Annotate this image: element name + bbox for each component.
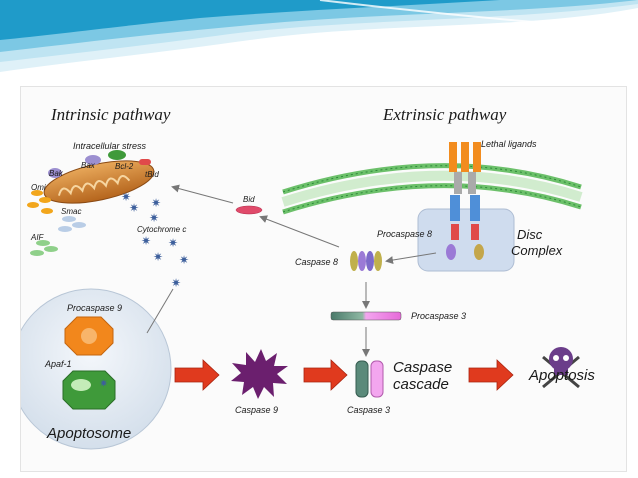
label-apoptosome: Apoptosome xyxy=(47,425,132,442)
svg-text:✷: ✷ xyxy=(99,377,108,390)
label-caspase3: Caspase 3 xyxy=(347,405,391,415)
svg-text:✷: ✷ xyxy=(149,211,159,225)
arrow-caspase8-to-bid xyxy=(259,215,340,248)
label-bid: Bid xyxy=(243,195,255,204)
label-apoptosis: Apoptosis xyxy=(529,367,595,384)
label-omi: Omi xyxy=(31,183,46,192)
svg-text:✷: ✷ xyxy=(168,236,178,250)
caspase8-molecules xyxy=(350,251,382,271)
svg-text:✷: ✷ xyxy=(153,250,163,264)
arrow-apoptosome-to-caspase9 xyxy=(174,359,220,391)
released-proteins xyxy=(27,190,86,256)
label-procaspase8: Procaspase 8 xyxy=(377,229,433,239)
skull-crossbones-icon xyxy=(542,347,580,389)
extrinsic-pathway-title: Extrinsic pathway xyxy=(383,105,507,124)
line-cytochrome-to-apoptosome xyxy=(146,288,174,334)
diagram-graphics: ✷ ✷ ✷ ✷ ✷ ✷ ✷ ✷ ✷ ✷ xyxy=(21,142,583,450)
arrow-caspase9-to-caspase3 xyxy=(303,359,348,391)
procaspase3-band xyxy=(330,311,402,321)
label-cascade: cascade xyxy=(393,376,449,393)
label-bax: Bax xyxy=(81,161,95,170)
apoptosome-complex xyxy=(21,288,172,450)
label-procaspase3: Procaspase 3 xyxy=(411,311,467,321)
svg-text:✷: ✷ xyxy=(121,190,131,204)
death-receptor xyxy=(446,142,484,260)
svg-text:✷: ✷ xyxy=(179,253,189,267)
disc-complex-box xyxy=(417,208,515,272)
arrow-bid-to-tbid xyxy=(171,184,234,204)
bid-molecule xyxy=(235,205,263,215)
label-caspase9: Caspase 9 xyxy=(235,405,279,415)
arrow-cascade-to-apoptosis xyxy=(468,359,514,391)
apoptosis-pathway-diagram: ✷ ✷ ✷ ✷ ✷ ✷ ✷ ✷ ✷ ✷ xyxy=(20,86,627,472)
label-intracellular-stress: Intracellular stress xyxy=(73,141,147,151)
svg-text:✷: ✷ xyxy=(171,276,181,290)
svg-text:✷: ✷ xyxy=(151,196,161,210)
mitochondrion xyxy=(43,150,155,204)
arrow-procaspase8-to-caspase8 xyxy=(385,252,437,264)
label-caspase: Caspase xyxy=(393,359,453,376)
label-disc: Disc xyxy=(517,227,543,242)
label-caspase8: Caspase 8 xyxy=(295,257,339,267)
label-procaspase9: Procaspase 9 xyxy=(67,303,123,313)
label-apaf1: Apaf-1 xyxy=(45,359,72,369)
intrinsic-pathway-title: Intrinsic pathway xyxy=(51,105,171,124)
cell-membrane xyxy=(281,163,583,215)
label-smac: Smac xyxy=(61,207,82,216)
label-bcl2: Bcl-2 xyxy=(115,162,134,171)
svg-text:✷: ✷ xyxy=(129,201,139,215)
label-cytochrome-c: Cytochrome c xyxy=(137,225,187,234)
caspase9-shape xyxy=(231,349,288,399)
label-complex: Complex xyxy=(511,243,563,258)
cytochrome-c-stars: ✷ ✷ ✷ ✷ ✷ ✷ ✷ ✷ ✷ xyxy=(121,190,189,290)
label-bak: Bak xyxy=(49,169,63,178)
svg-text:✷: ✷ xyxy=(141,234,151,248)
label-tbid: tBid xyxy=(145,170,159,179)
slide-header-banner xyxy=(0,0,638,72)
label-aif: AIF xyxy=(31,233,44,242)
label-lethal-ligands: Lethal ligands xyxy=(481,139,537,149)
caspase3-shape xyxy=(355,360,384,398)
